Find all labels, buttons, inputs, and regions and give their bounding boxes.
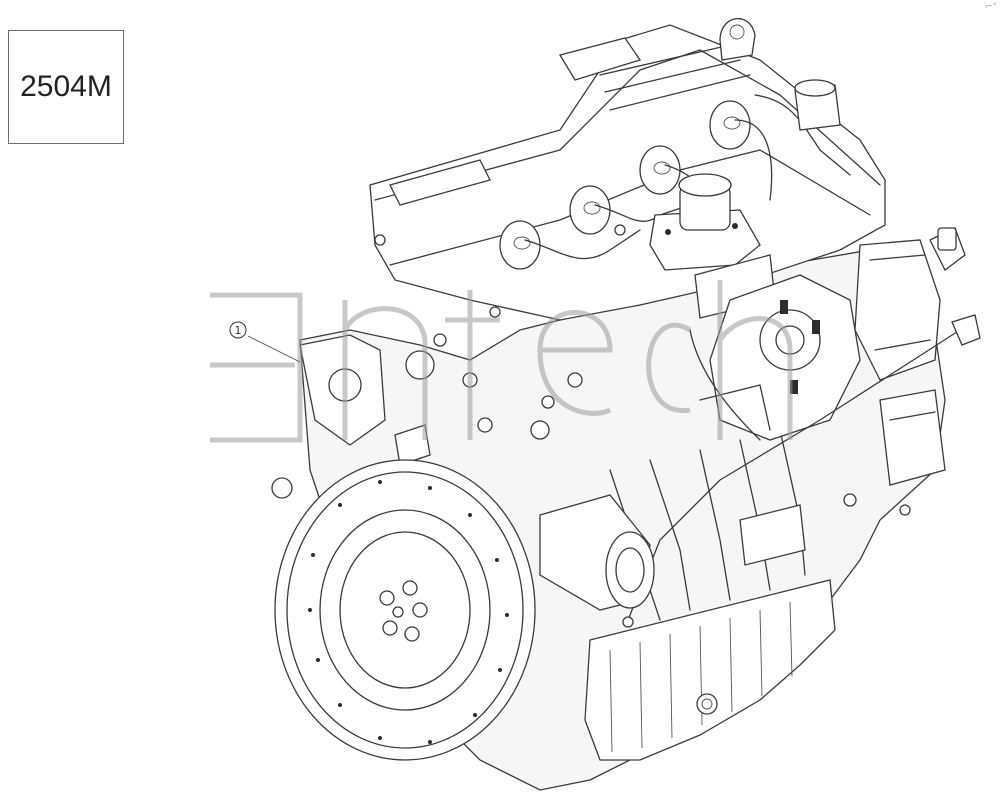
flywheel-outer-holes	[308, 480, 509, 744]
top-cover-plate	[558, 37, 642, 81]
watermark-logo	[210, 280, 793, 443]
callout-1-leader	[247, 335, 301, 363]
drain-plug	[696, 693, 718, 715]
injector-bosses	[499, 100, 751, 270]
valve-cover	[369, 17, 886, 321]
serial-plate	[739, 504, 806, 566]
injection-pump	[689, 227, 966, 486]
oil-filler-cap	[649, 173, 761, 271]
callout-1-number: 1	[235, 324, 242, 337]
callout-1-circle	[229, 321, 247, 339]
flywheel	[274, 459, 536, 761]
thermostat-housing	[794, 79, 841, 131]
corner-mark: ⌐°	[984, 2, 997, 12]
model-number-box: 2504M	[8, 30, 124, 144]
flywheel-bolts	[379, 580, 428, 642]
model-number-label: 2504M	[20, 70, 112, 103]
callout-1[interactable]: 1	[229, 321, 301, 363]
starter-motor	[539, 494, 655, 611]
label-plate	[389, 159, 491, 206]
sensor-connector	[929, 227, 966, 271]
ecu-module	[879, 389, 946, 486]
